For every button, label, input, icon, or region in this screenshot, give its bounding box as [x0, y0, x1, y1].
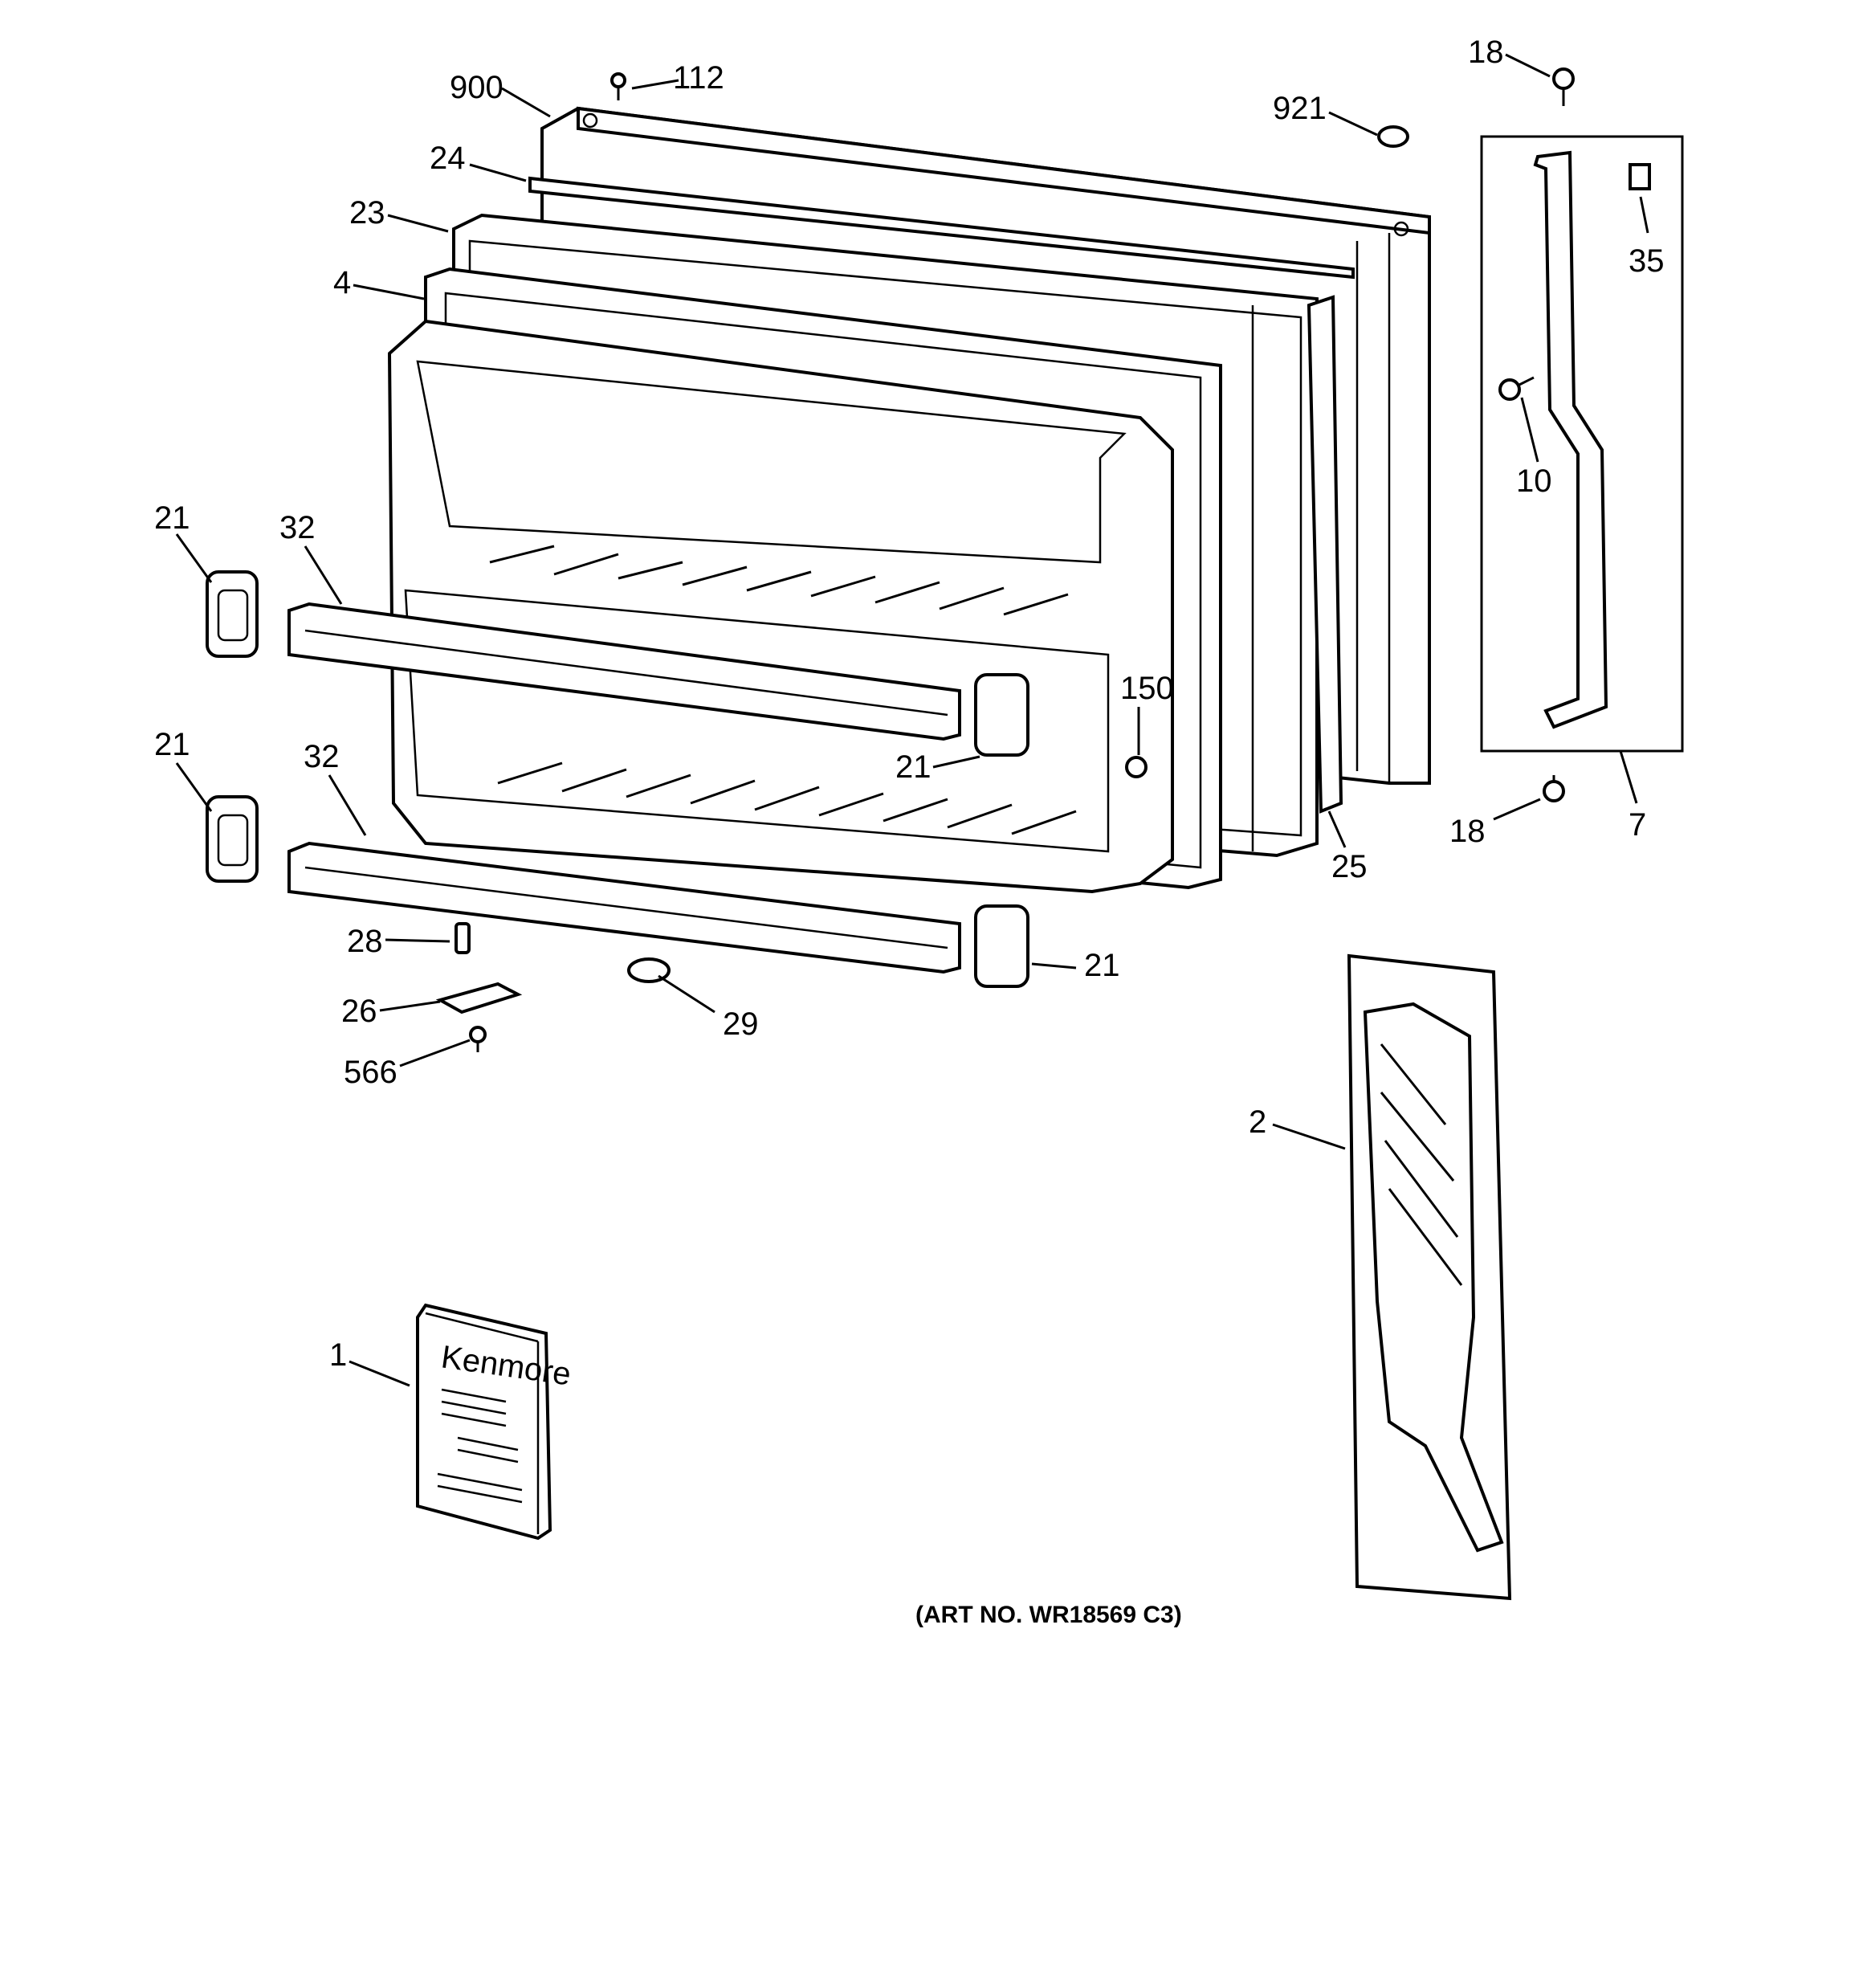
label-18-bottom: 18 — [1449, 814, 1486, 849]
label-21-upper-left: 21 — [154, 500, 190, 536]
seal-strip — [528, 176, 1355, 280]
label-25: 25 — [1331, 849, 1368, 884]
lower-shelf-bar — [287, 841, 961, 974]
leader-lines — [175, 53, 1649, 1387]
label-29: 29 — [723, 1006, 759, 1042]
end-cap-lower-right — [974, 904, 1029, 988]
screw-150 — [1125, 756, 1148, 778]
label-23: 23 — [349, 195, 385, 231]
part-28 — [455, 922, 471, 954]
door-handle — [1347, 953, 1512, 1601]
label-4: 4 — [333, 265, 351, 300]
plug-921 — [1377, 125, 1409, 148]
label-28: 28 — [347, 924, 383, 959]
label-900: 900 — [450, 70, 503, 105]
label-7: 7 — [1629, 807, 1646, 843]
label-32-lower: 32 — [304, 739, 340, 774]
label-2: 2 — [1249, 1104, 1266, 1140]
label-35: 35 — [1629, 243, 1665, 279]
door-liner — [387, 319, 1174, 894]
screw-18-top — [1552, 67, 1575, 106]
end-cap-lower-left — [206, 795, 259, 883]
label-24: 24 — [430, 141, 466, 176]
label-26: 26 — [341, 994, 377, 1029]
screw-10 — [1498, 376, 1535, 401]
screw-112 — [610, 72, 626, 100]
callout-labels: 900 112 921 18 24 23 4 35 10 21 32 150 2… — [154, 35, 1665, 1373]
art-number: (ART NO. WR18569 C3) — [915, 1602, 1182, 1628]
end-cap-upper-right — [974, 673, 1029, 757]
label-150: 150 — [1120, 671, 1174, 706]
label-921: 921 — [1273, 91, 1327, 126]
label-21-upper-right: 21 — [895, 749, 932, 785]
label-112: 112 — [673, 60, 724, 96]
label-566: 566 — [344, 1055, 397, 1090]
screw-18-bottom — [1543, 775, 1565, 802]
owners-manual: Kenmore — [416, 1303, 573, 1541]
label-21-lower-left: 21 — [154, 727, 190, 762]
label-1: 1 — [329, 1337, 347, 1373]
label-32-upper: 32 — [279, 510, 316, 545]
side-strip — [1307, 295, 1343, 814]
upper-shelf-bar — [287, 602, 961, 741]
label-10: 10 — [1516, 463, 1552, 499]
end-cap-upper-left — [206, 570, 259, 658]
label-21-lower-right: 21 — [1084, 948, 1120, 983]
label-18-top: 18 — [1468, 35, 1504, 70]
plate-26 — [435, 982, 523, 1014]
handle-assembly — [1480, 135, 1684, 753]
screw-566 — [469, 1026, 487, 1052]
